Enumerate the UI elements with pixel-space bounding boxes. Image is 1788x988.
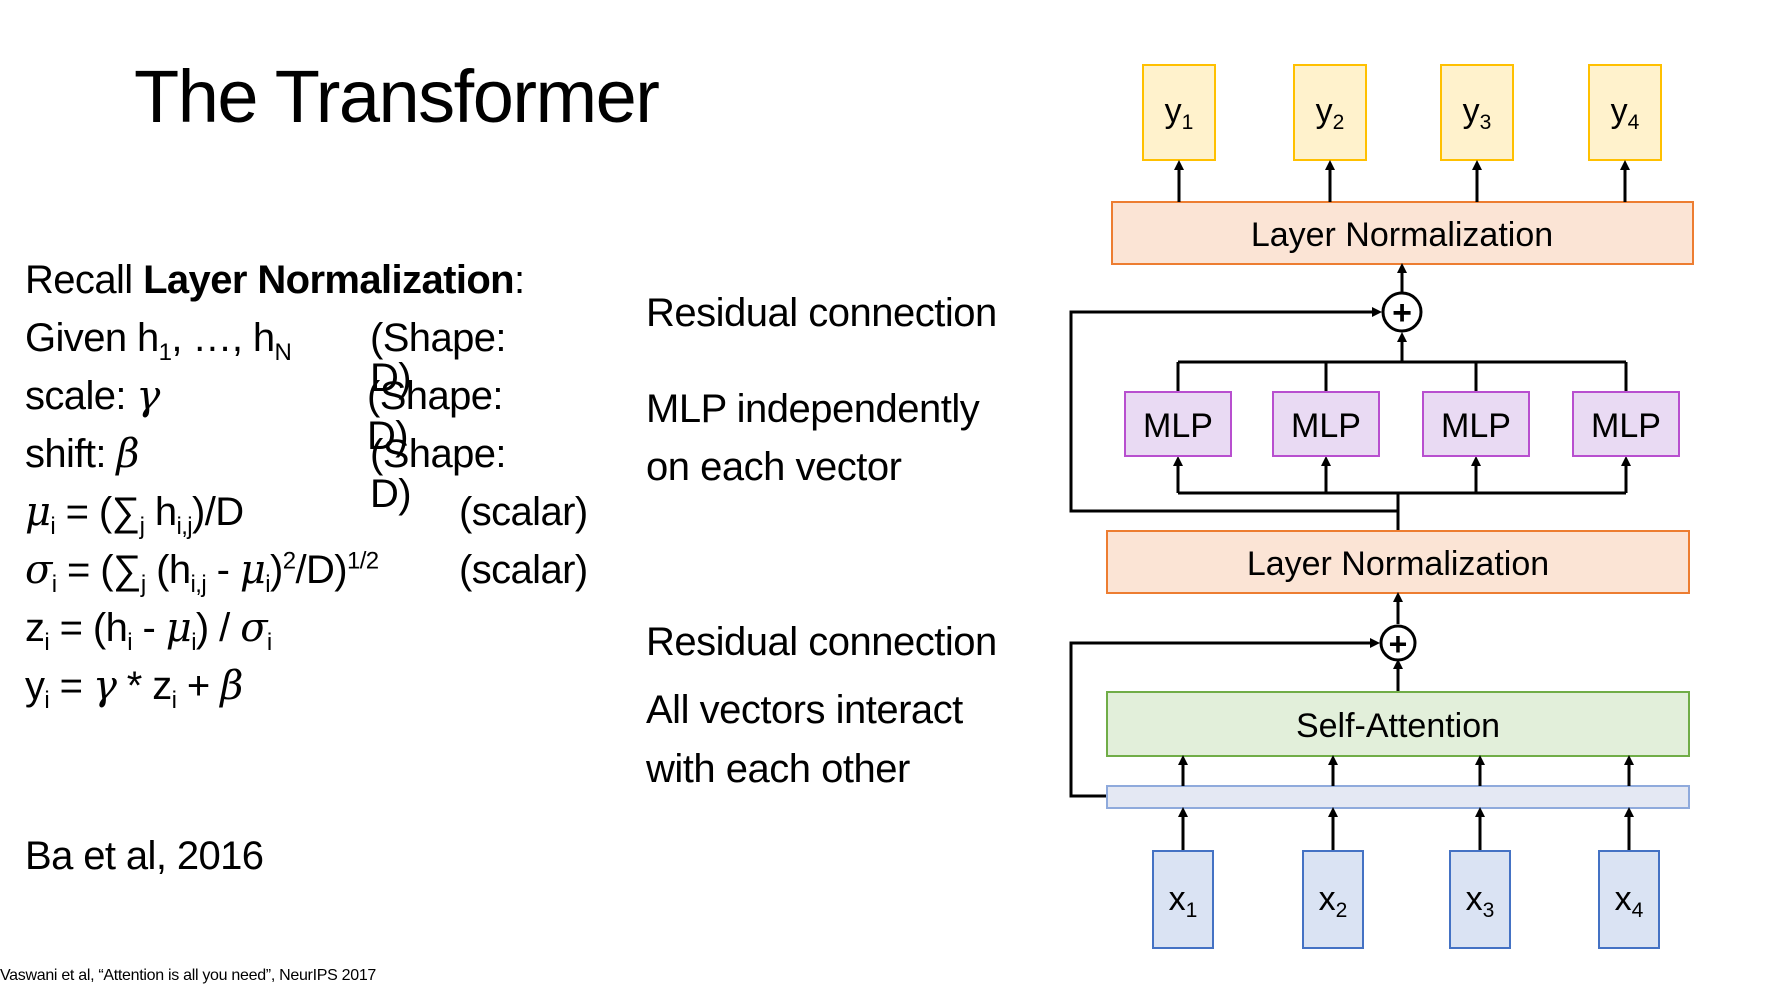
residual-connection-bottom (1069, 638, 1380, 798)
mlp-box-4 (1572, 391, 1680, 457)
ln-line-scale-shape: (Shape: D) (367, 374, 504, 458)
residual-connection-top (1069, 307, 1398, 513)
output-label-y3: y3 (1463, 92, 1492, 134)
input-label-x4: x4 (1615, 880, 1644, 922)
input-box-x1 (1152, 850, 1214, 949)
add-node-top-symbol: + (1392, 294, 1412, 332)
input-label-x3: x3 (1466, 880, 1495, 922)
annotation-residual-bottom: Residual connection (646, 620, 997, 664)
annotation-residual-top: Residual connection (646, 291, 997, 335)
ln-intro-suffix: : (514, 258, 525, 302)
output-label-y4: y4 (1611, 92, 1640, 134)
annotation-mlp-2: on each vector (646, 445, 902, 489)
mlp-label-4: MLP (1591, 407, 1661, 445)
output-label-y1: y1 (1165, 92, 1194, 134)
ln-line-mean: μi = (∑j hi,j)/D (scalar) (25, 489, 588, 540)
mlp-box-2 (1272, 391, 1380, 457)
annotation-attn-1: All vectors interact (646, 688, 963, 732)
mlp-box-3 (1422, 391, 1530, 457)
input-label-x2: x2 (1319, 880, 1348, 922)
mlp-label-2: MLP (1291, 407, 1361, 445)
ln-intro-prefix: Recall (25, 258, 144, 302)
citation: Vaswani et al, “Attention is all you nee… (0, 967, 377, 984)
ln-line-shift-shape: (Shape: D) (370, 432, 507, 516)
add-node-top (1381, 291, 1423, 333)
reference-ba: Ba et al, 2016 (25, 834, 264, 878)
annotation-mlp-1: MLP independently (646, 387, 980, 431)
self-attention-label: Self-Attention (1296, 707, 1500, 745)
mlp-box-1 (1124, 391, 1232, 457)
output-box-y1 (1142, 64, 1216, 161)
output-box-y2 (1293, 64, 1367, 161)
layer-norm-top-label: Layer Normalization (1251, 216, 1553, 254)
layer-norm-bottom-label: Layer Normalization (1247, 545, 1549, 583)
ln-line-scale: scale: γ (Shape: D) (25, 373, 504, 458)
mlp-label-3: MLP (1441, 407, 1511, 445)
ln-line-y: yi = γ * zi + β (25, 663, 243, 714)
ln-line-z: zi = (hi - μi) / σi (25, 605, 272, 656)
ln-intro-bold: Layer Normalization (143, 258, 515, 302)
add-node-bottom-symbol: + (1389, 626, 1408, 662)
input-label-x1: x1 (1169, 880, 1198, 922)
ln-line-given: Given h1, …, hN (Shape: D) (25, 316, 507, 400)
slide-title: The Transformer (134, 55, 660, 138)
input-sequence-bar (1106, 785, 1690, 809)
ln-line-shift: shift: β (Shape: D) (25, 431, 507, 516)
mlp-label-1: MLP (1143, 407, 1213, 445)
input-box-x3 (1449, 850, 1511, 949)
input-box-x4 (1598, 850, 1660, 949)
ln-line-std: σi = (∑j (hi,j - μi)2/D)1/2 (scalar) (25, 547, 588, 598)
input-box-x2 (1302, 850, 1364, 949)
ln-line-given-shape: (Shape: D) (370, 316, 507, 400)
ln-line-mean-type: (scalar) (459, 490, 588, 534)
output-label-y2: y2 (1316, 92, 1345, 134)
annotation-attn-2: with each other (646, 747, 910, 791)
output-box-y4 (1588, 64, 1662, 161)
ln-line-std-type: (scalar) (459, 548, 588, 592)
self-attention-block (1106, 691, 1690, 757)
ln-intro: Recall Layer Normalization: (25, 260, 525, 300)
